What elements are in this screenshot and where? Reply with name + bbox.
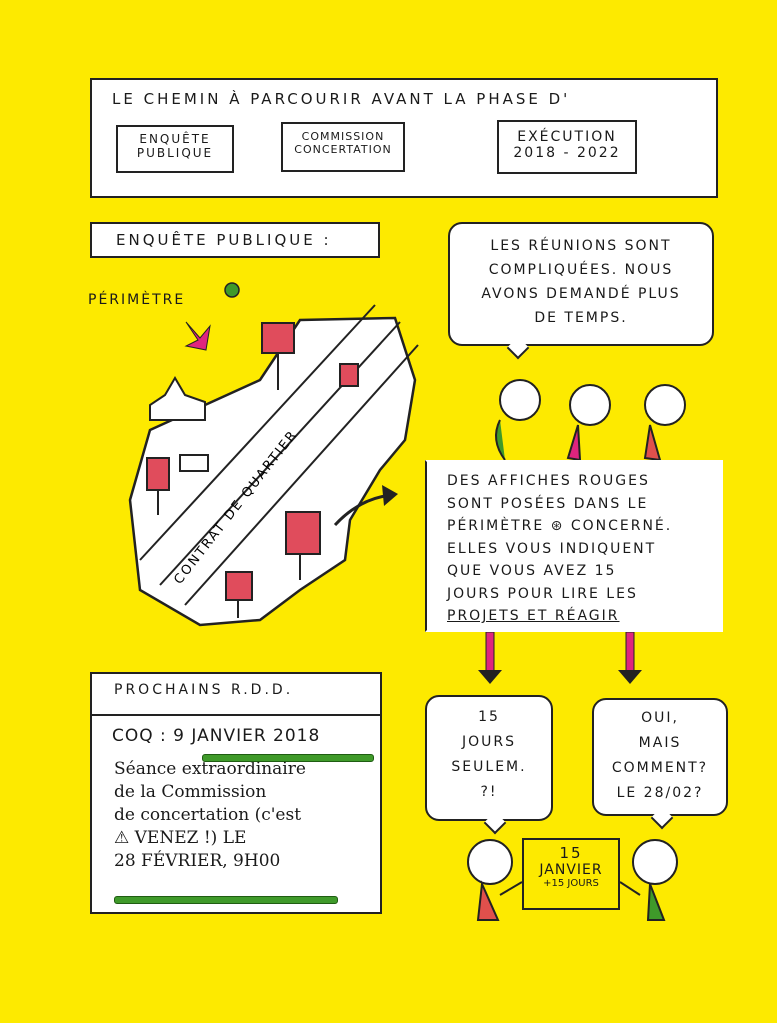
perimeter-map-shape	[128, 316, 417, 627]
section-title: Enquête publique :	[90, 222, 380, 258]
bubble-line: Oui,	[641, 710, 679, 726]
info-line: que vous avez 15	[447, 563, 617, 579]
info-line: projets et réagir	[447, 608, 620, 624]
bubble-line: jours	[461, 734, 516, 750]
info-line: Des affiches rouges	[447, 473, 650, 489]
bubble-text: Les réunions sont compliquées. Nous avon…	[481, 238, 681, 326]
rdd-panel: Prochains R.D.D. CoQ : 9 janvier 2018 Sé…	[90, 672, 382, 914]
step-label: Enquête	[139, 132, 211, 146]
road-edge	[184, 344, 419, 606]
info-line: jours pour lire les	[447, 585, 638, 602]
rdd-line: ⚠ venez !) le	[114, 828, 247, 848]
down-arrow-icon	[478, 631, 502, 684]
info-line: périmètre ⊛ concerné.	[447, 518, 673, 534]
green-underline	[114, 896, 338, 904]
rdd-line: de la Commission	[114, 782, 267, 802]
step-label: Commission	[301, 130, 385, 143]
bubble-line: mais	[638, 735, 682, 751]
bubble-line: comment?	[611, 760, 709, 776]
step-commission-concertation: Commission concertation	[281, 122, 405, 172]
road-edge	[139, 304, 376, 561]
arrowhead	[382, 485, 398, 506]
header-title: Le chemin à parcourir avant la phase d'	[112, 90, 571, 108]
red-poster-icon	[146, 457, 170, 515]
info-line: Elles vous indiquent	[447, 540, 657, 557]
step-execution: Exécution 2018 - 2022	[497, 120, 637, 174]
building-icon	[179, 454, 209, 472]
sign-line: janvier	[539, 862, 603, 878]
red-poster-icon	[285, 511, 321, 580]
info-panel: Des affiches rouges sont posées dans le …	[425, 460, 723, 632]
rdd-line: Séance extraordinaire	[114, 759, 306, 779]
rdd-coq-date: CoQ : 9 janvier 2018	[112, 726, 321, 746]
magenta-arrow-icon	[184, 321, 211, 351]
step-label: 2018 - 2022	[513, 145, 621, 161]
step-label: publique	[136, 146, 214, 160]
date-sign: 15 janvier +15 jours	[522, 838, 620, 910]
sign-line: +15 jours	[543, 878, 599, 889]
speech-bubble-right: Oui, mais comment? Le 28/02?	[592, 698, 728, 816]
character	[495, 379, 686, 462]
sign-line: 15	[559, 844, 583, 862]
step-enquete-publique: Enquête publique	[116, 125, 234, 173]
rdd-line: de concertation (c'est	[114, 805, 302, 825]
info-line: sont posées dans le	[447, 495, 649, 512]
road-edge	[159, 321, 401, 586]
bubble-line: 15	[478, 709, 500, 725]
rdd-text: Séance extraordinaire de la Commission d…	[92, 746, 380, 873]
red-poster-icon	[261, 322, 295, 390]
bubble-line: ?!	[480, 784, 498, 800]
step-label: Exécution	[517, 129, 617, 145]
speech-bubble-left: 15 jours seulem. ?!	[425, 695, 553, 821]
red-poster-icon	[339, 363, 359, 387]
green-underline	[202, 754, 374, 762]
bubble-line: seulem.	[451, 759, 527, 775]
rdd-line: 28 février, 9h00	[114, 851, 281, 871]
rdd-title: Prochains R.D.D.	[92, 674, 380, 716]
down-arrow-icon	[618, 631, 642, 684]
perimeter-symbol-icon	[224, 282, 240, 298]
step-label: concertation	[294, 143, 392, 156]
character	[467, 839, 678, 921]
red-poster-icon	[225, 571, 253, 618]
church-icon	[149, 376, 206, 421]
bubble-line: Le 28/02?	[616, 785, 704, 801]
speech-bubble-top: Les réunions sont compliquées. Nous avon…	[448, 222, 714, 346]
perimeter-label: Périmètre	[88, 292, 186, 308]
